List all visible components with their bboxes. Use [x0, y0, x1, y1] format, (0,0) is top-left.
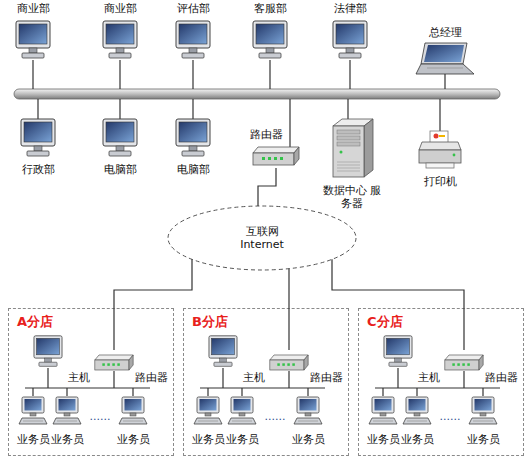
pc-icon	[103, 119, 137, 156]
data-center-server: 数据中心 服务器	[322, 116, 382, 210]
branch-lan	[19, 336, 150, 424]
clerk-pc: 业务员	[49, 394, 85, 446]
branch-office: C分店主机路由器业务员业务员业务员	[358, 308, 524, 456]
pc-icon	[176, 119, 210, 156]
clerk-pc: 业务员	[465, 394, 501, 446]
node-label: 业务员	[465, 433, 501, 446]
branch-office: A分店主机路由器业务员业务员业务员	[8, 308, 174, 456]
department-pc: 评估部	[169, 2, 217, 64]
node-label: 业务员	[49, 433, 85, 446]
laptop-icon	[416, 43, 474, 74]
department-pc: 商业部	[9, 2, 57, 64]
pc-icon	[34, 336, 62, 367]
bus-drop-wires	[33, 60, 445, 147]
node-label: 行政部	[14, 163, 62, 176]
clerk-pc: 业务员	[365, 394, 401, 446]
department-pc: 电脑部	[96, 116, 144, 176]
node-label: 评估部	[169, 2, 217, 15]
network-link	[288, 269, 289, 350]
host-pc: 主机	[382, 336, 440, 384]
cloud-ellipse	[168, 206, 356, 270]
node-label: 主机	[68, 371, 90, 384]
branch-router: 路由器	[269, 350, 343, 384]
backbone-bus	[14, 89, 500, 99]
pc-icon	[253, 21, 287, 58]
department-pc: 行政部	[14, 116, 62, 176]
node-label: 路由器	[485, 371, 518, 384]
clerk-pc: 业务员	[15, 394, 51, 446]
pc-icon	[21, 119, 55, 156]
workstation-icon	[53, 397, 81, 424]
hq-devices	[16, 21, 474, 177]
host-pc: 主机	[32, 336, 90, 384]
node-label: 业务员	[190, 433, 226, 446]
node-label: 业务员	[290, 433, 326, 446]
node-label: 客服部	[246, 2, 294, 15]
clerk-pc: 业务员	[290, 394, 326, 446]
router-icon	[253, 147, 299, 165]
pc-icon	[103, 21, 137, 58]
node-label: 路由器	[135, 371, 168, 384]
node-label: 路由器	[310, 371, 343, 384]
ellipsis-label: ......	[436, 410, 464, 423]
department-pc: 客服部	[246, 2, 294, 64]
pc-icon	[333, 21, 367, 58]
printer: 打印机	[412, 126, 468, 188]
node-label: 路由器	[250, 128, 283, 141]
network-link	[258, 168, 276, 206]
branch-router: 路由器	[94, 350, 168, 384]
pc-icon	[176, 21, 210, 58]
department-pc: 法律部	[326, 2, 374, 64]
router-icon	[95, 355, 133, 370]
node-label: 业务员	[15, 433, 51, 446]
clerk-pc: 业务员	[399, 394, 435, 446]
clerk-pc: 业务员	[115, 394, 151, 446]
node-label: 互联网 Internet	[231, 225, 293, 251]
node-label: 主机	[418, 371, 440, 384]
node-label: 主机	[243, 371, 265, 384]
node-label: 商业部	[96, 2, 144, 15]
node-label: 业务员	[224, 433, 260, 446]
network-link	[332, 259, 464, 350]
ellipsis-label: ......	[86, 410, 114, 423]
node-label: 数据中心 服务器	[322, 184, 382, 210]
internet-cloud: 互联网 Internet	[167, 205, 357, 271]
branch-office: B分店主机路由器业务员业务员业务员	[183, 308, 349, 456]
node-label: 商业部	[9, 2, 57, 15]
node-label: 电脑部	[169, 163, 217, 176]
node-label: 总经理	[410, 26, 480, 39]
node-label: 电脑部	[96, 163, 144, 176]
clerk-pc: 业务员	[224, 394, 260, 446]
branch-lan	[194, 336, 325, 424]
lan-wires	[25, 368, 150, 396]
branch-lan	[369, 336, 500, 424]
branch-title: A分店	[17, 314, 53, 329]
manager-laptop: 总经理	[410, 26, 480, 78]
router: 路由器	[250, 128, 302, 168]
workstation-icon	[119, 397, 147, 424]
node-label: 业务员	[115, 433, 151, 446]
network-link	[114, 259, 192, 350]
printer-icon	[419, 131, 461, 168]
node-label: 打印机	[412, 175, 468, 188]
department-pc: 商业部	[96, 2, 144, 64]
branch-title: C分店	[367, 314, 403, 329]
ellipsis-label: ......	[261, 410, 289, 423]
department-pc: 电脑部	[169, 116, 217, 176]
pc-icon	[16, 21, 50, 58]
host-pc: 主机	[207, 336, 265, 384]
node-label: 业务员	[399, 433, 435, 446]
workstation-icon	[19, 397, 47, 424]
branch-router: 路由器	[444, 350, 518, 384]
node-label: 业务员	[365, 433, 401, 446]
node-label: 法律部	[326, 2, 374, 15]
branch-title: B分店	[192, 314, 228, 329]
server-icon	[333, 119, 373, 177]
clerk-pc: 业务员	[190, 394, 226, 446]
